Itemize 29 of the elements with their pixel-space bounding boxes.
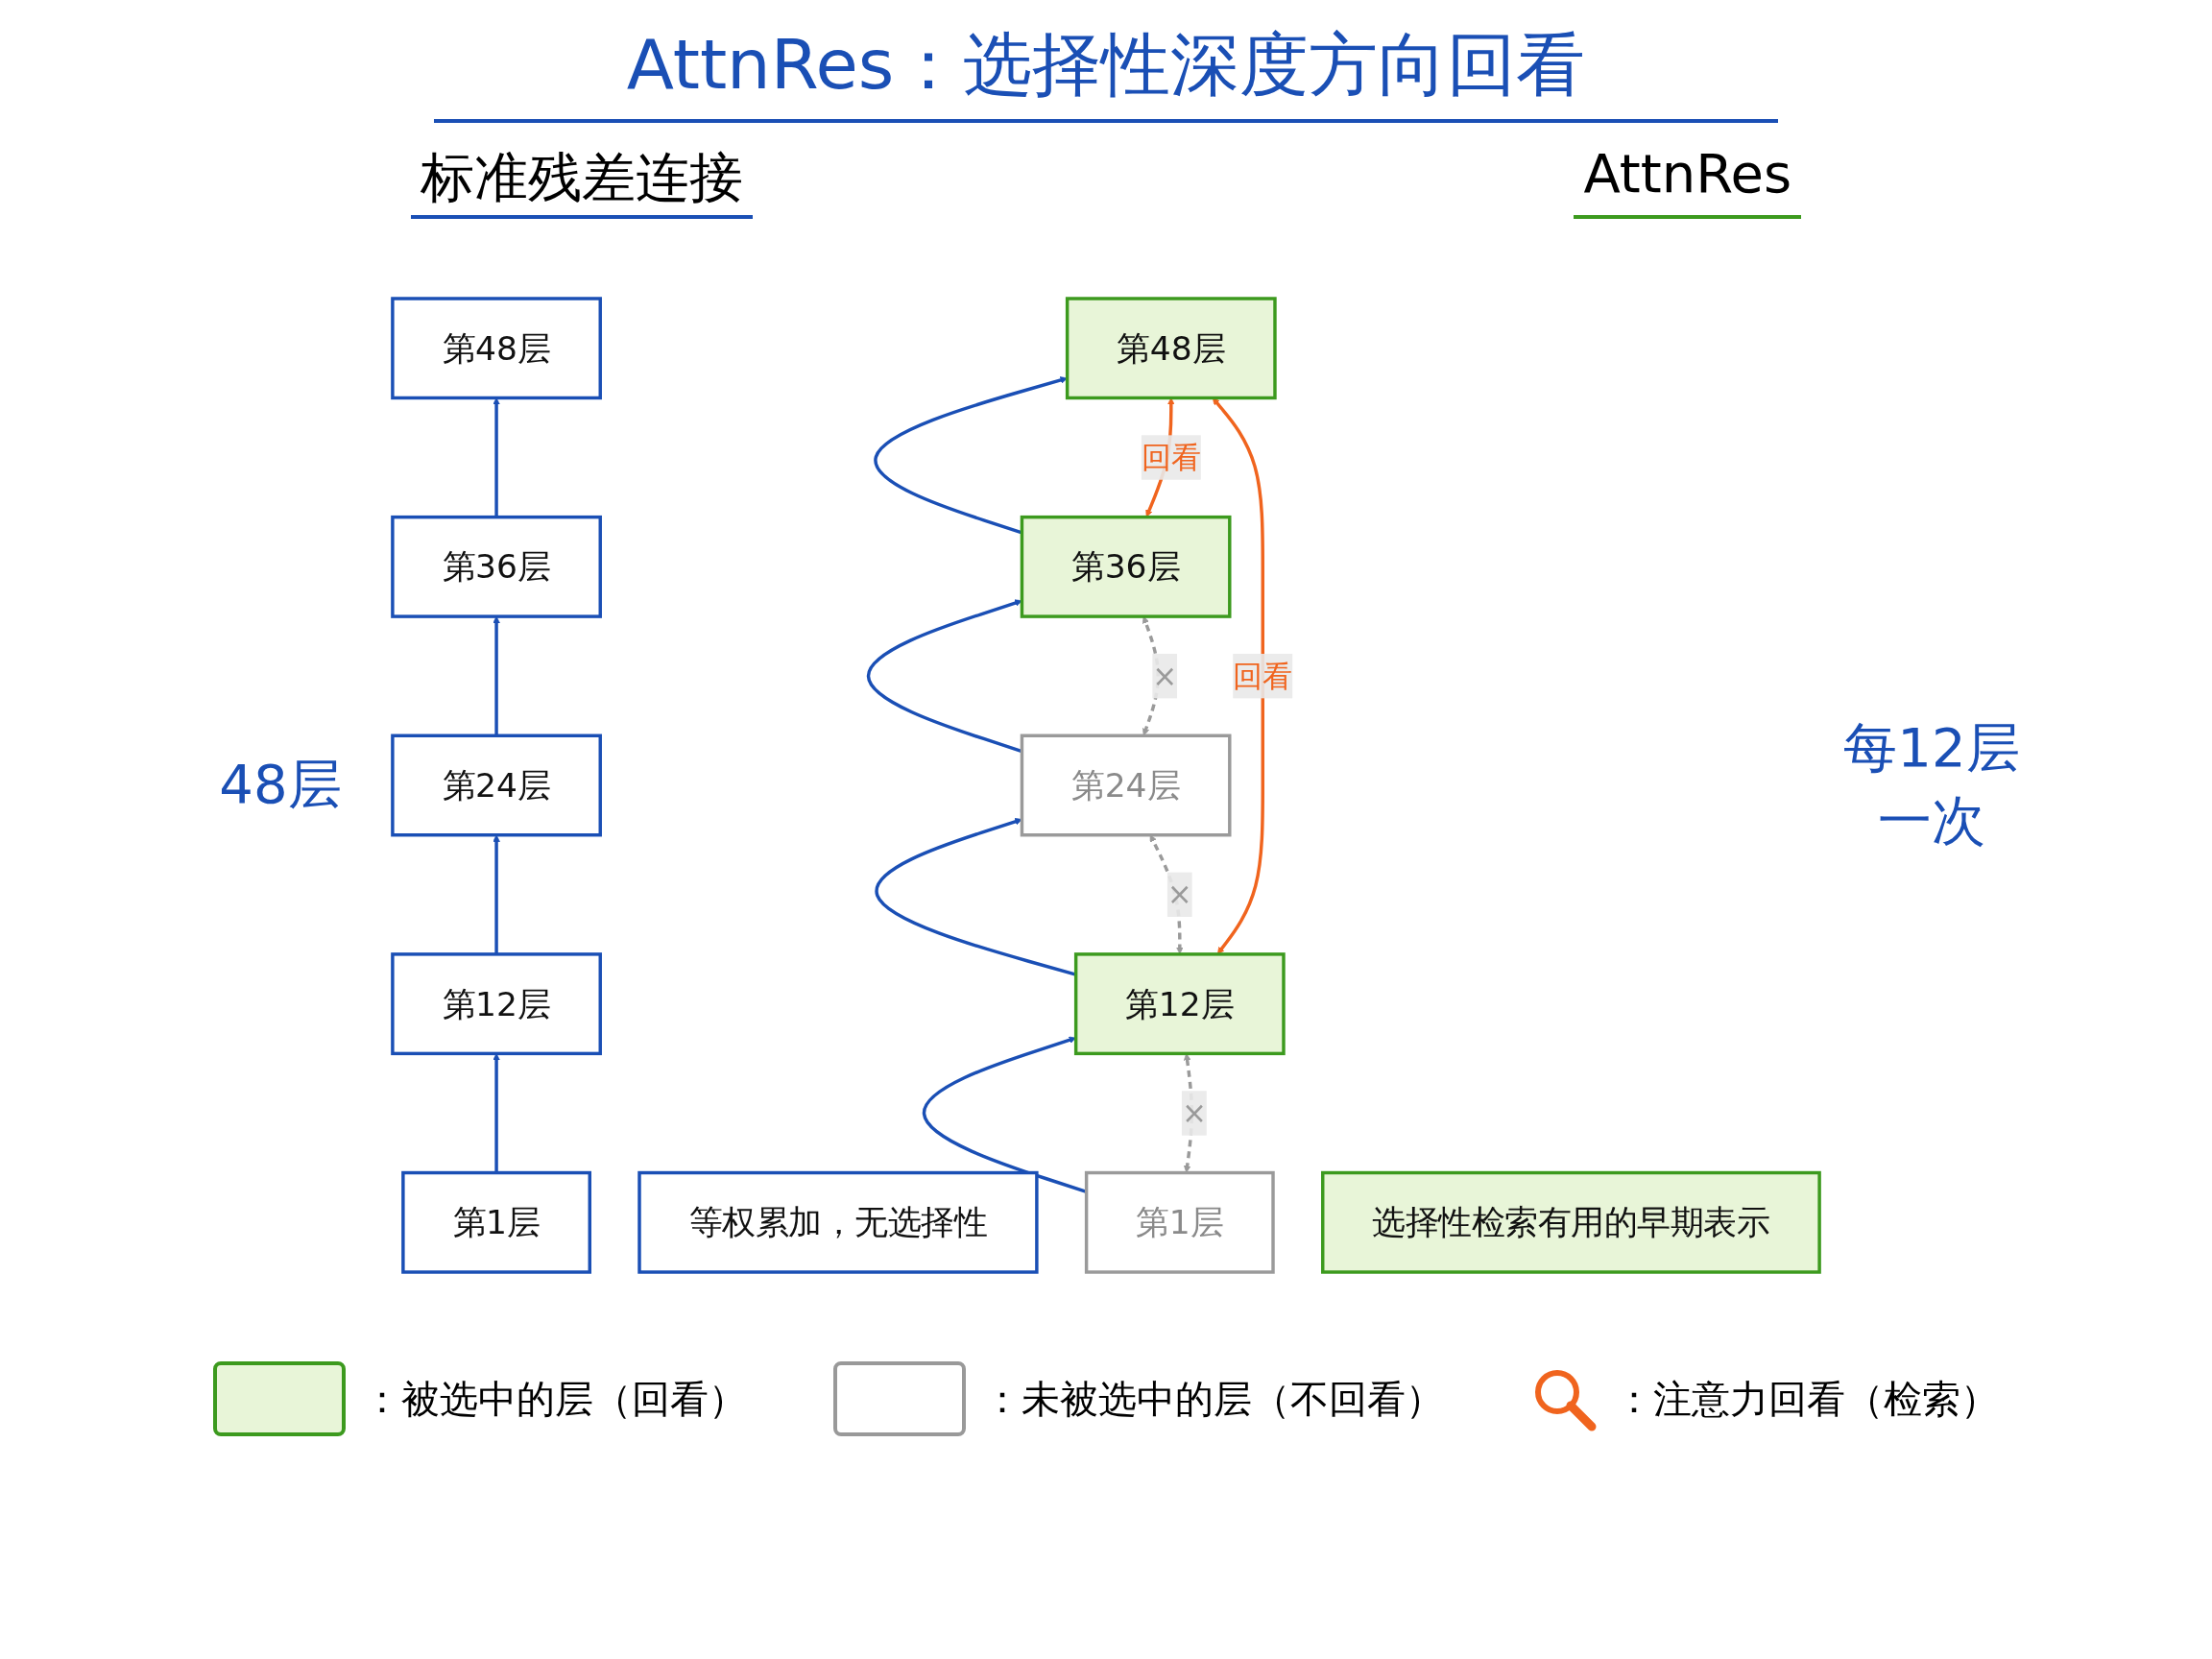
node-box: 第12层 <box>1073 952 1286 1056</box>
column-heading: AttnRes <box>1574 142 1802 219</box>
interval-label: 每12层一次 <box>1842 715 2021 854</box>
arrow <box>1212 397 1264 954</box>
edge-label: × <box>1166 877 1192 912</box>
title: AttnRes：选择性深度方向回看 <box>434 19 1778 123</box>
node-box: 第24层 <box>391 733 602 837</box>
node-box: 第36层 <box>391 515 602 618</box>
legend-label: ：注意力回看（检索） <box>1615 1375 1999 1423</box>
arrow <box>493 1053 500 1173</box>
node-box: 第1层 <box>1084 1170 1275 1274</box>
legend-label: ：被选中的层（回看） <box>363 1375 747 1423</box>
node-box: 第48层 <box>1065 297 1277 400</box>
node-box: 第24层 <box>1020 733 1232 837</box>
node-box: 第36层 <box>1020 515 1232 618</box>
node-box: 等权累加，无选择性 <box>637 1170 1039 1274</box>
column-heading: 标准残差连接 <box>410 142 753 219</box>
node-box: 选择性检索有用的早期表示 <box>1321 1170 1821 1274</box>
arrow <box>493 397 500 517</box>
edge-label: × <box>1152 659 1178 693</box>
edge-label: 回看 <box>1233 659 1293 693</box>
node-box: 第12层 <box>391 952 602 1056</box>
node-box: 第1层 <box>401 1170 591 1274</box>
edge-label: × <box>1181 1095 1207 1130</box>
arrow <box>493 834 500 954</box>
brace-label: 48层 <box>218 752 343 817</box>
edge-label: 回看 <box>1141 440 1201 474</box>
legend-label: ：未被选中的层（不回看） <box>983 1375 1444 1423</box>
node-box: 第48层 <box>391 297 602 400</box>
